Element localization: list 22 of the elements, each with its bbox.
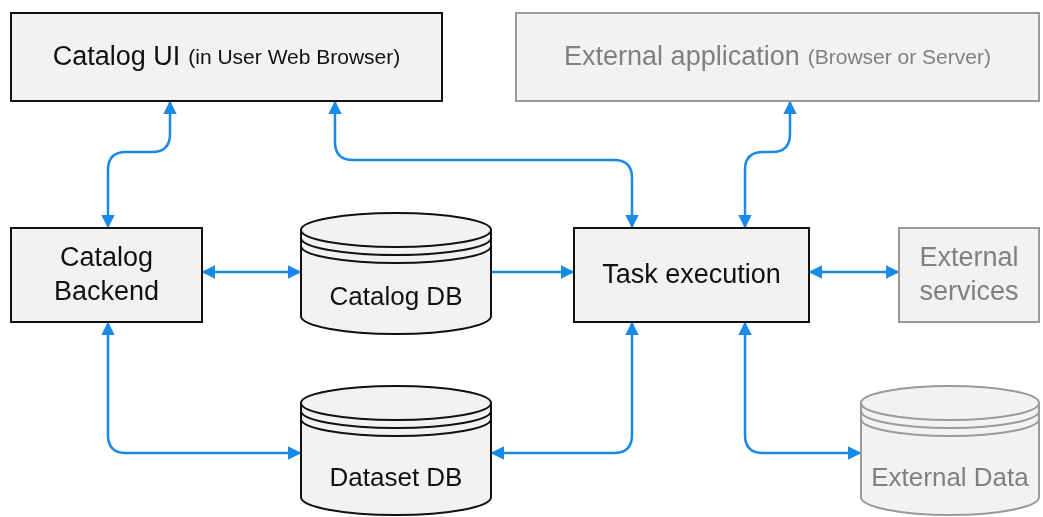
arrow — [492, 265, 575, 279]
node-label: Catalog UI — [52, 40, 181, 74]
arrow — [490, 321, 639, 460]
node-label: Catalog DB — [329, 279, 463, 312]
node-sublabel: (in User Web Browser) — [188, 43, 401, 70]
node-label: External application — [564, 40, 800, 74]
node-sublabel: (Browser or Server) — [807, 43, 991, 70]
arrow — [101, 100, 177, 229]
arrow — [738, 321, 862, 460]
arrow — [328, 100, 639, 229]
node-label: Task execution — [602, 258, 781, 292]
process-box — [10, 227, 203, 323]
process-box — [515, 12, 1040, 102]
node-label: External Data — [871, 460, 1029, 493]
node-label: Catalog Backend — [52, 241, 161, 308]
process-box — [10, 12, 443, 102]
node-label: External services — [918, 241, 1020, 308]
process-box — [898, 227, 1040, 323]
arrow — [738, 100, 797, 229]
arrow — [101, 321, 302, 460]
node-label: Dataset DB — [329, 460, 463, 493]
process-box — [573, 227, 810, 323]
